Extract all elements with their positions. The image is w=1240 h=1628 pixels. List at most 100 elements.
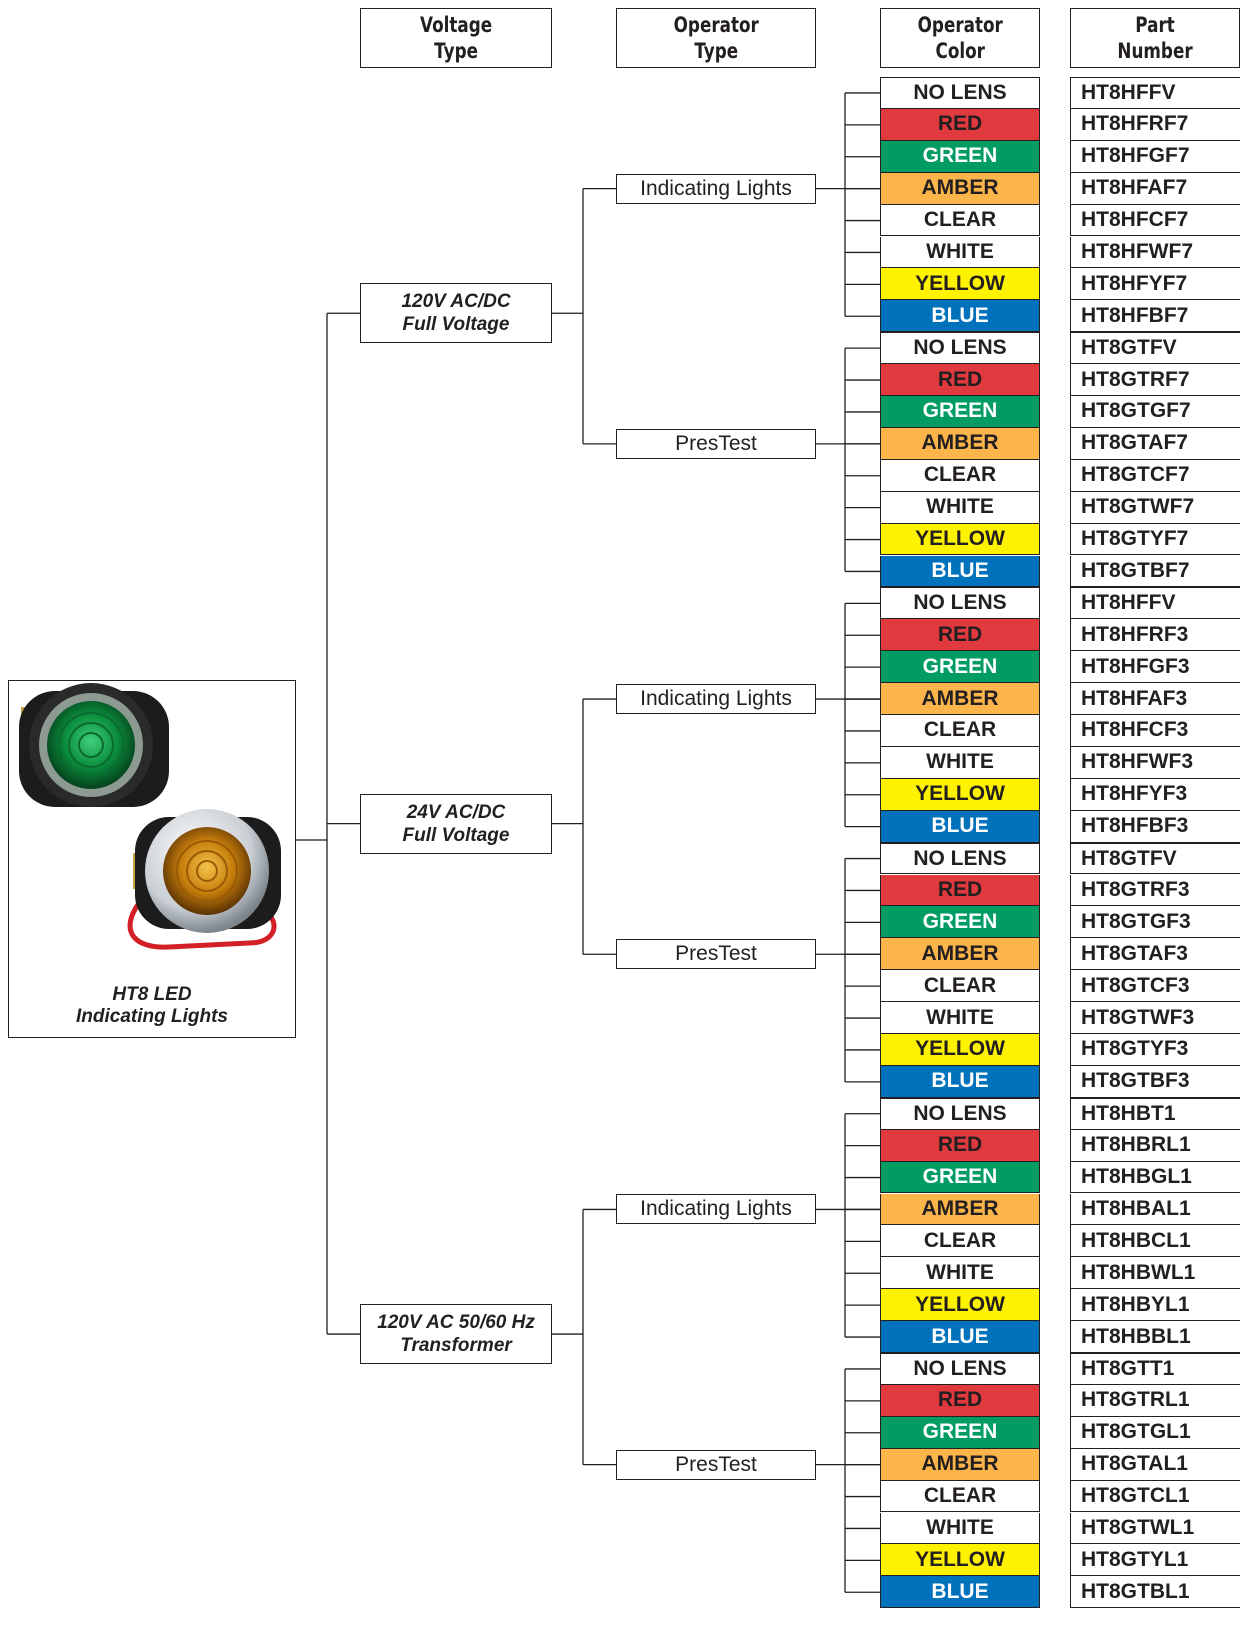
part-number-cell: HT8GTGF3 xyxy=(1070,906,1240,939)
part-number-cell: HT8HBBL1 xyxy=(1070,1321,1240,1353)
operator-color-cell: GREEN xyxy=(880,1161,1040,1194)
voltage-type-box: 120V AC/DC Full Voltage xyxy=(360,283,552,344)
part-number-cell: HT8HFCF7 xyxy=(1070,204,1240,237)
operator-color-cell: AMBER xyxy=(880,938,1040,971)
operator-type-box: PresTest xyxy=(616,939,816,970)
operator-color-cell: RED xyxy=(880,1384,1040,1417)
operator-type-box: PresTest xyxy=(616,428,816,459)
part-number-cell: HT8HFYF7 xyxy=(1070,268,1240,301)
header-voltage-type-label: Voltage Type xyxy=(419,13,493,63)
part-number-cell: HT8GTFV xyxy=(1070,842,1240,875)
operator-color-cell: YELLOW xyxy=(880,1034,1040,1066)
part-number-cell: HT8GTAL1 xyxy=(1070,1448,1240,1481)
operator-color-cell: BLUE xyxy=(880,810,1040,843)
operator-color-cell: AMBER xyxy=(880,172,1040,205)
part-number-cell: HT8HFGF7 xyxy=(1070,140,1240,173)
part-number-cell: HT8HBT1 xyxy=(1070,1097,1240,1130)
operator-type-box: Indicating Lights xyxy=(616,173,816,204)
part-number-cell: HT8HFAF3 xyxy=(1070,683,1240,715)
part-number-cell: HT8HFFV xyxy=(1070,77,1240,109)
part-number-cell: HT8GTGF7 xyxy=(1070,396,1240,428)
operator-color-cell: RED xyxy=(880,1129,1040,1162)
part-number-cell: HT8HFRF3 xyxy=(1070,619,1240,652)
operator-color-cell: AMBER xyxy=(880,683,1040,715)
part-number-cell: HT8GTWL1 xyxy=(1070,1512,1240,1545)
header-operator-type: Operator Type xyxy=(616,8,816,68)
operator-color-cell: RED xyxy=(880,364,1040,396)
operator-color-cell: YELLOW xyxy=(880,778,1040,811)
header-part-number: Part Number xyxy=(1070,8,1240,68)
product-caption: HT8 LED Indicating Lights xyxy=(9,984,295,1028)
operator-color-cell: WHITE xyxy=(880,1512,1040,1545)
part-number-cell: HT8GTRF7 xyxy=(1070,364,1240,396)
product-illustration xyxy=(19,683,281,950)
part-number-cell: HT8GTCF3 xyxy=(1070,970,1240,1003)
operator-color-cell: CLEAR xyxy=(880,715,1040,747)
operator-color-cell: GREEN xyxy=(880,906,1040,939)
part-number-cell: HT8GTYF3 xyxy=(1070,1034,1240,1066)
operator-color-cell: BLUE xyxy=(880,1576,1040,1609)
header-operator-color: Operator Color xyxy=(880,8,1040,68)
header-operator-type-label: Operator Type xyxy=(673,13,759,63)
header-part-number-label: Part Number xyxy=(1117,13,1193,63)
header-voltage-type: Voltage Type xyxy=(360,8,552,68)
voltage-type-box: 120V AC 50/60 Hz Transformer xyxy=(360,1304,552,1365)
operator-color-cell: NO LENS xyxy=(880,587,1040,620)
part-number-cell: HT8HFWF7 xyxy=(1070,236,1240,269)
operator-color-cell: NO LENS xyxy=(880,77,1040,109)
operator-color-cell: NO LENS xyxy=(880,332,1040,365)
operator-color-cell: CLEAR xyxy=(880,1480,1040,1513)
operator-color-cell: GREEN xyxy=(880,1416,1040,1449)
part-number-cell: HT8GTCL1 xyxy=(1070,1480,1240,1513)
operator-color-cell: BLUE xyxy=(880,555,1040,588)
part-number-cell: HT8GTBF7 xyxy=(1070,555,1240,588)
part-number-cell: HT8HFAF7 xyxy=(1070,172,1240,205)
part-number-cell: HT8GTGL1 xyxy=(1070,1416,1240,1449)
part-number-cell: HT8HBAL1 xyxy=(1070,1193,1240,1226)
part-number-cell: HT8HFFV xyxy=(1070,587,1240,620)
operator-color-cell: RED xyxy=(880,108,1040,141)
operator-color-cell: GREEN xyxy=(880,651,1040,684)
part-number-cell: HT8GTBL1 xyxy=(1070,1576,1240,1609)
operator-color-cell: AMBER xyxy=(880,1448,1040,1481)
part-number-cell: HT8GTWF3 xyxy=(1070,1002,1240,1034)
operator-type-box: Indicating Lights xyxy=(616,684,816,715)
operator-color-cell: YELLOW xyxy=(880,523,1040,556)
part-number-cell: HT8HFYF3 xyxy=(1070,778,1240,811)
operator-color-cell: RED xyxy=(880,619,1040,652)
part-number-cell: HT8GTAF7 xyxy=(1070,427,1240,460)
operator-color-cell: CLEAR xyxy=(880,459,1040,492)
amber-indicating-light-icon xyxy=(127,809,281,950)
part-number-cell: HT8GTBF3 xyxy=(1070,1065,1240,1098)
part-number-cell: HT8HFBF3 xyxy=(1070,810,1240,843)
operator-color-cell: YELLOW xyxy=(880,1289,1040,1322)
green-indicating-light-icon xyxy=(19,683,169,807)
part-number-cell: HT8GTYF7 xyxy=(1070,523,1240,556)
operator-color-cell: RED xyxy=(880,874,1040,907)
part-number-cell: HT8HFCF3 xyxy=(1070,715,1240,747)
operator-color-cell: NO LENS xyxy=(880,1353,1040,1385)
part-number-cell: HT8GTT1 xyxy=(1070,1353,1240,1385)
part-number-cell: HT8GTWF7 xyxy=(1070,491,1240,524)
voltage-type-box: 24V AC/DC Full Voltage xyxy=(360,793,552,854)
part-number-cell: HT8HFBF7 xyxy=(1070,300,1240,333)
operator-color-cell: BLUE xyxy=(880,1321,1040,1353)
operator-color-cell: YELLOW xyxy=(880,268,1040,301)
part-number-cell: HT8HBRL1 xyxy=(1070,1129,1240,1162)
operator-color-cell: AMBER xyxy=(880,1193,1040,1226)
part-number-cell: HT8GTRL1 xyxy=(1070,1384,1240,1417)
header-operator-color-label: Operator Color xyxy=(917,13,1003,63)
part-number-cell: HT8GTRF3 xyxy=(1070,874,1240,907)
operator-color-cell: CLEAR xyxy=(880,970,1040,1003)
operator-color-cell: YELLOW xyxy=(880,1544,1040,1577)
operator-color-cell: AMBER xyxy=(880,427,1040,460)
product-photo-panel: HT8 LED Indicating Lights xyxy=(8,680,296,1038)
part-number-cell: HT8HBCL1 xyxy=(1070,1225,1240,1258)
part-number-cell: HT8HFRF7 xyxy=(1070,108,1240,141)
part-number-cell: HT8HBGL1 xyxy=(1070,1161,1240,1194)
caption-line-1: HT8 LED xyxy=(112,984,192,1005)
operator-color-cell: WHITE xyxy=(880,746,1040,779)
part-number-cell: HT8HBYL1 xyxy=(1070,1289,1240,1322)
operator-color-cell: GREEN xyxy=(880,396,1040,428)
